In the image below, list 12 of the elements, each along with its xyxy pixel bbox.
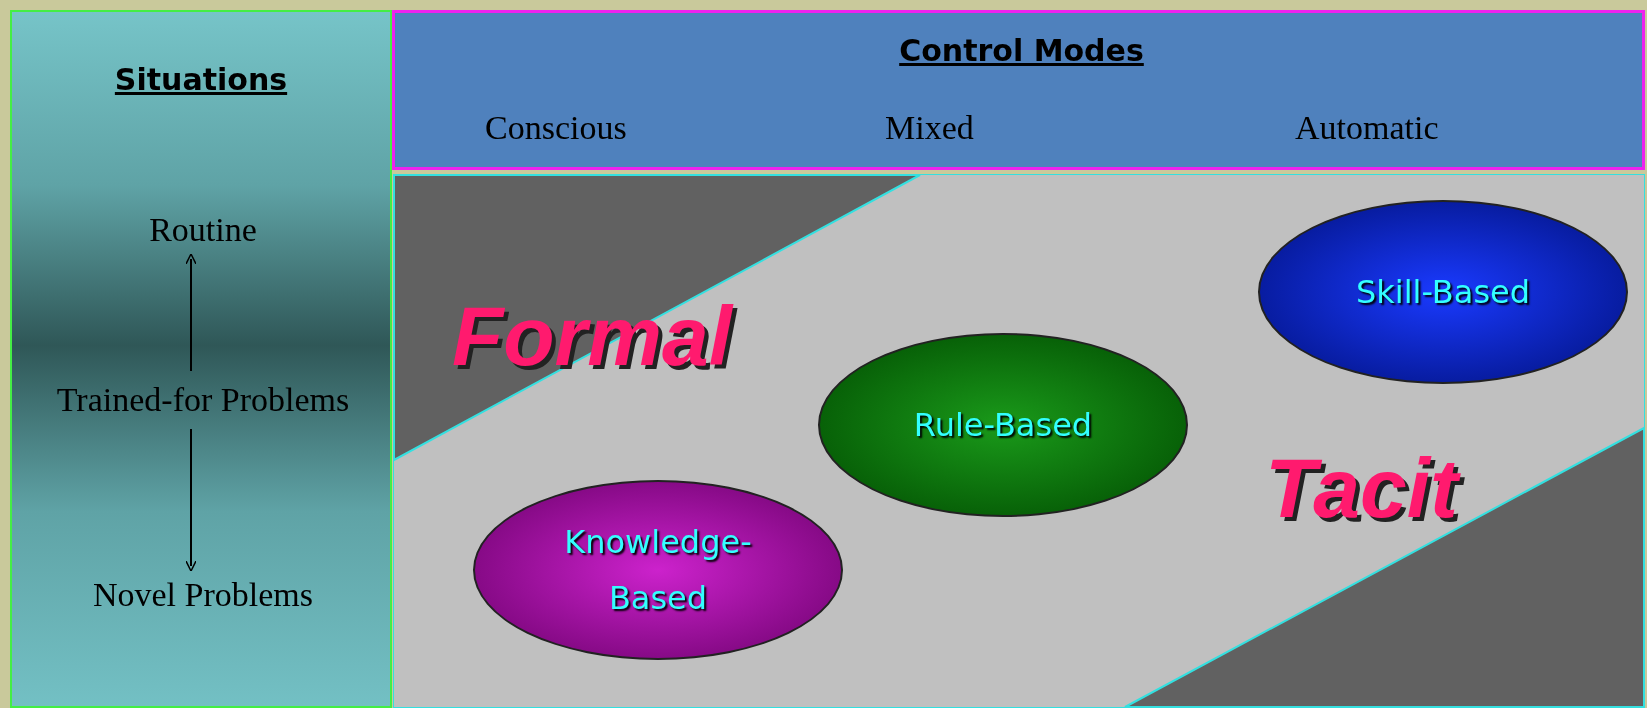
panel-heading: Control Modes: [898, 33, 1145, 68]
column-heading: Automatic: [1295, 108, 1439, 148]
arrow: [185, 428, 197, 572]
situation-label: Novel Problems: [52, 570, 354, 620]
situation-label: Routine: [52, 205, 354, 255]
situation-label: Trained-for Problems: [52, 375, 354, 425]
column-heading: Conscious: [485, 108, 627, 148]
arrow: [185, 253, 197, 372]
header-panel: [392, 10, 1645, 170]
column-heading: Mixed: [885, 108, 974, 148]
side-panel: [10, 10, 392, 708]
panel-heading: Situations: [113, 62, 289, 97]
